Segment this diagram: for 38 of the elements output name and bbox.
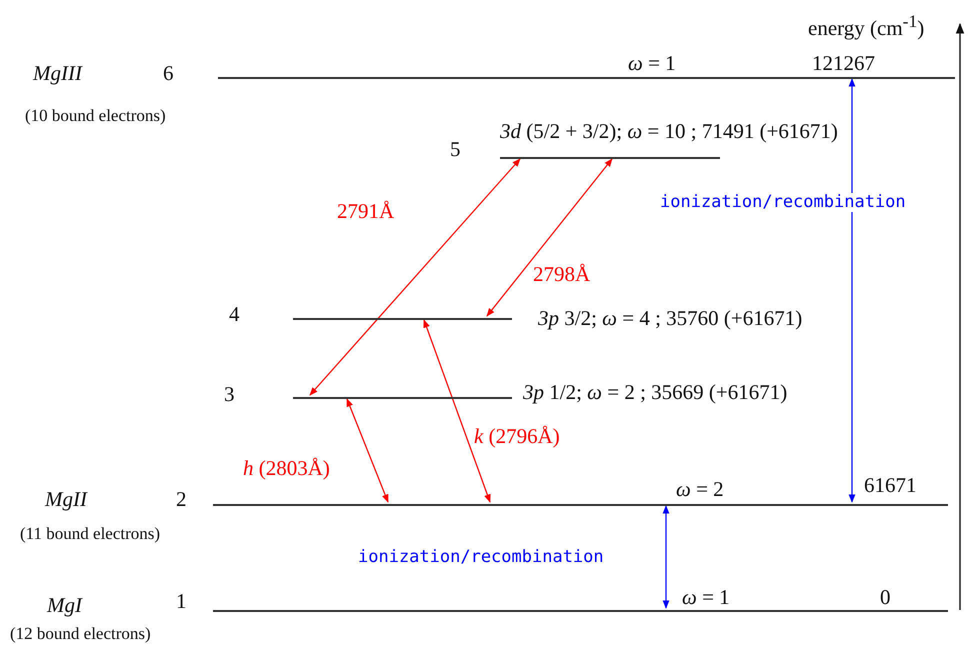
energy-level-line xyxy=(213,610,948,612)
level-number: 6 xyxy=(163,62,174,86)
level-label: 3p 3/2; ω = 4 ; 35760 (+61671) xyxy=(538,307,802,330)
edge-label: h (2803Å) xyxy=(243,457,330,480)
transition-arrow xyxy=(848,78,856,503)
energy-level-line xyxy=(293,318,512,320)
edge-label: k (2796Å) xyxy=(474,425,560,448)
level-number: 2 xyxy=(176,488,186,512)
energy-value: 121267 xyxy=(812,52,875,76)
transition-arrow xyxy=(662,505,670,609)
level-label: ω = 2 xyxy=(676,478,724,502)
energy-value: 0 xyxy=(880,586,890,610)
energy-level-line xyxy=(293,397,512,398)
level-label: 3p 1/2; ω = 2 ; 35669 (+61671) xyxy=(523,381,788,404)
level-label: ω = 1 xyxy=(682,586,730,610)
transition-arrow xyxy=(486,158,613,317)
electron-count: (11 bound electrons) xyxy=(20,525,160,544)
electron-count: (12 bound electrons) xyxy=(10,625,151,644)
energy-level-line xyxy=(218,77,955,78)
transition-arrow xyxy=(309,158,521,396)
level-number: 4 xyxy=(229,303,240,326)
energy-level-line xyxy=(213,504,948,506)
axis-label: energy (cm$^{-1}$) xyxy=(808,12,924,40)
level-number: 1 xyxy=(176,590,186,614)
level-number: 5 xyxy=(450,138,460,162)
energy-level-line xyxy=(500,157,720,158)
ion-name: MgII xyxy=(45,488,87,512)
level-label: ω = 1 xyxy=(628,52,676,76)
edge-label: ionization/recombination xyxy=(358,548,604,567)
level-label: 3d (5/2 + 3/2); ω = 10 ; 71491 (+61671) xyxy=(500,120,838,144)
ion-name: MgI xyxy=(47,594,82,618)
transition-arrow xyxy=(346,398,389,503)
electron-count: (10 bound electrons) xyxy=(25,107,166,126)
transition-arrow xyxy=(423,319,491,503)
ion-name: MgIII xyxy=(33,62,82,86)
edge-label: ionization/recombination xyxy=(660,193,906,212)
energy-value: 61671 xyxy=(864,474,916,498)
level-number: 3 xyxy=(224,383,234,406)
